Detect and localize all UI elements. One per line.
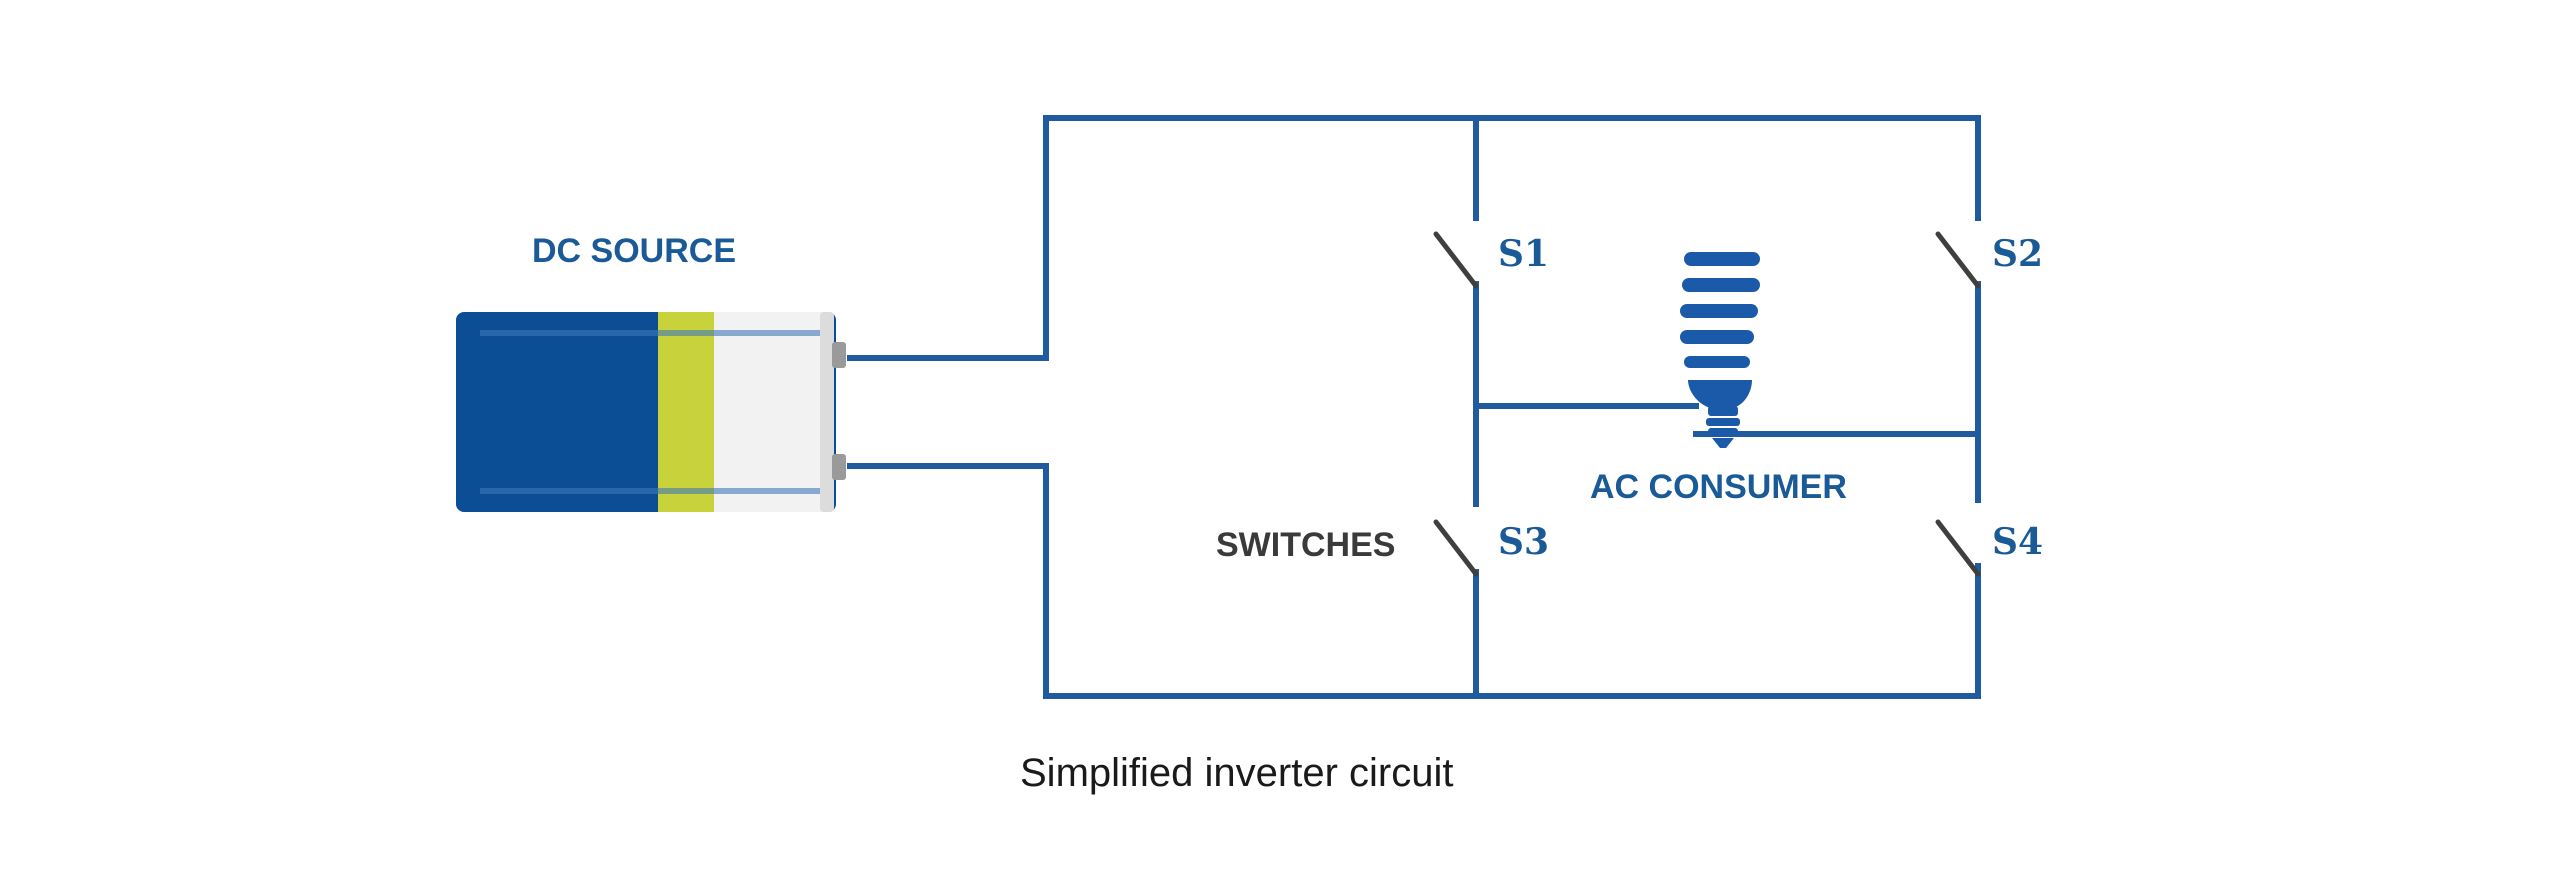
switch-label-s1: S1 xyxy=(1498,233,1549,275)
switch-label-s4: S4 xyxy=(1992,521,2043,563)
switch-s4: S4 xyxy=(1935,519,2043,577)
switches-label: SWITCHES xyxy=(1216,526,1395,564)
dc-source-label: DC SOURCE xyxy=(532,232,736,270)
switch-label-s2: S2 xyxy=(1992,233,2043,275)
switch-label-s3: S3 xyxy=(1498,521,1549,563)
light-bulb-icon xyxy=(1680,252,1760,448)
switch-s2: S2 xyxy=(1935,231,2043,289)
circuit-wires xyxy=(847,115,1981,699)
switch-s3: S3 xyxy=(1433,519,1549,577)
switch-s1: S1 xyxy=(1433,231,1549,289)
battery-icon xyxy=(456,312,846,512)
ac-consumer-label: AC CONSUMER xyxy=(1590,468,1847,506)
diagram-caption: Simplified inverter circuit xyxy=(1020,751,1453,795)
